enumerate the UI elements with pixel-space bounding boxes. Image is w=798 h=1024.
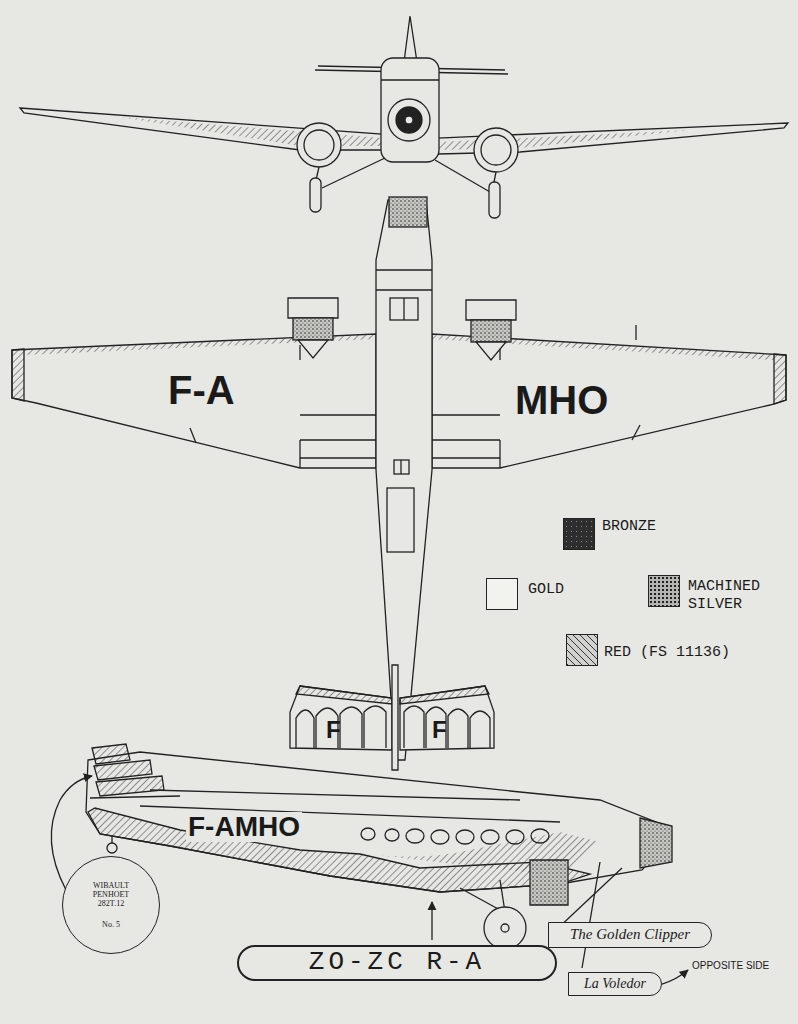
legend-text: RED (FS 11136)	[604, 644, 774, 662]
legend-swatch	[486, 578, 518, 610]
name-tag: The Golden Clipper	[548, 922, 712, 948]
node-text: WIBAULT PENHOET 282T.12	[83, 881, 139, 909]
note-text: OPPOSITE SIDE	[692, 960, 772, 972]
legend-text: GOLD	[528, 581, 608, 599]
tail-letter: F	[326, 718, 341, 742]
node-text: La Voledor	[584, 976, 646, 992]
node-text: No. 5	[102, 920, 120, 929]
legend-swatch	[648, 575, 680, 607]
legend-text: MACHINED SILVER	[688, 578, 788, 614]
fuselage-registration: F-AMHO	[186, 812, 302, 842]
badge-circle: WIBAULT PENHOET 282T.12No. 5	[62, 856, 160, 954]
name-band: ZO-ZC R-A	[237, 945, 557, 981]
name-tag: La Voledor	[568, 972, 662, 996]
legend-swatch	[566, 634, 598, 666]
legend-text: BRONZE	[602, 518, 722, 536]
tail-letter: F	[432, 718, 447, 742]
node-text: ZO-ZC R-A	[309, 948, 485, 978]
legend-swatch	[563, 518, 595, 550]
wing-registration: F-A	[168, 370, 235, 410]
node-text: The Golden Clipper	[570, 926, 690, 943]
wing-registration: MHO	[515, 380, 608, 420]
